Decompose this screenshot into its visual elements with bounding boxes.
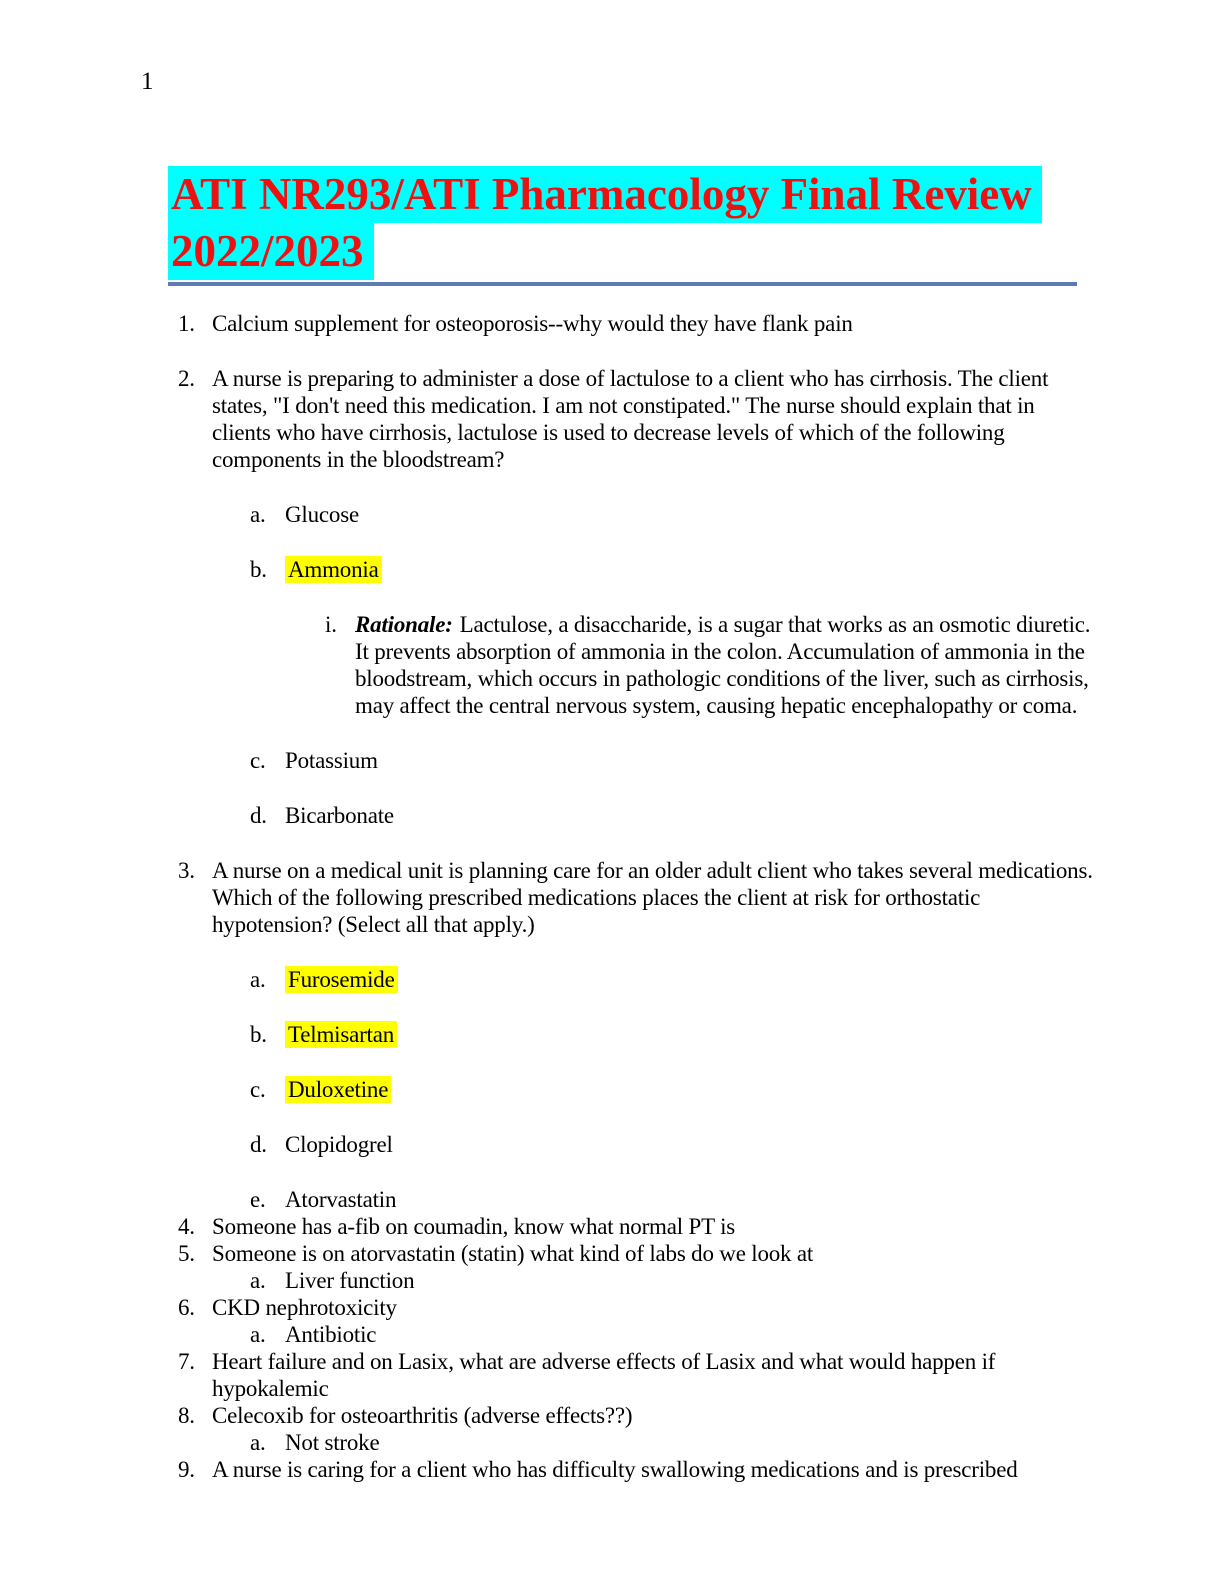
option-text-highlighted: Furosemide — [285, 966, 398, 993]
option-letter: b. — [250, 557, 267, 582]
option-letter: d. — [250, 1132, 267, 1157]
question-1: 1. Calcium supplement for osteoporosis--… — [168, 310, 1098, 337]
option-text: Bicarbonate — [285, 803, 394, 828]
option-text: Clopidogrel — [285, 1132, 393, 1157]
option-2b-correct: b. Ammonia — [168, 556, 1098, 583]
question-text: A nurse is caring for a client who has d… — [212, 1457, 1018, 1482]
option-letter: d. — [250, 803, 267, 828]
question-text: Someone has a-fib on coumadin, know what… — [212, 1214, 736, 1239]
question-text: Celecoxib for osteoarthritis (adverse ef… — [212, 1403, 633, 1428]
option-letter: b. — [250, 1022, 267, 1047]
page-number: 1 — [141, 68, 154, 95]
question-text: A nurse on a medical unit is planning ca… — [212, 858, 1093, 937]
option-letter: a. — [250, 1268, 266, 1293]
question-number: 2. — [178, 366, 195, 391]
question-text: Heart failure and on Lasix, what are adv… — [212, 1349, 996, 1401]
rationale-label: Rationale: — [355, 612, 453, 637]
title-divider-rule — [168, 282, 1077, 286]
question-5: 5. Someone is on atorvastatin (statin) w… — [168, 1240, 1098, 1267]
option-text: Not stroke — [285, 1430, 380, 1455]
document-title: ATI NR293/ATI Pharmacology Final Review … — [168, 166, 1042, 280]
option-text-highlighted: Ammonia — [285, 556, 382, 583]
question-4: 4. Someone has a-fib on coumadin, know w… — [168, 1213, 1098, 1240]
rationale-text: Lactulose, a disaccharide, is a sugar th… — [355, 612, 1091, 718]
question-number: 7. — [178, 1349, 195, 1374]
option-letter: a. — [250, 1322, 266, 1347]
question-9: 9. A nurse is caring for a client who ha… — [168, 1456, 1098, 1483]
option-text: Liver function — [285, 1268, 415, 1293]
question-7: 7. Heart failure and on Lasix, what are … — [168, 1348, 1098, 1402]
option-text: Potassium — [285, 748, 378, 773]
document-title-line-2: 2022/2023 — [168, 223, 374, 280]
option-3c-correct: c. Duloxetine — [168, 1076, 1098, 1103]
question-number: 4. — [178, 1214, 195, 1239]
option-text: Antibiotic — [285, 1322, 377, 1347]
question-text: A nurse is preparing to administer a dos… — [212, 366, 1049, 472]
question-text: Someone is on atorvastatin (statin) what… — [212, 1241, 814, 1266]
rationale-2: i. Rationale:Lactulose, a disaccharide, … — [168, 611, 1098, 719]
rationale-body: Rationale:Lactulose, a disaccharide, is … — [355, 611, 1098, 719]
option-2d: d. Bicarbonate — [168, 802, 1098, 829]
option-8a: a. Not stroke — [168, 1429, 1098, 1456]
question-number: 8. — [178, 1403, 195, 1428]
option-letter: c. — [250, 748, 266, 773]
option-letter: a. — [250, 502, 266, 527]
option-2c: c. Potassium — [168, 747, 1098, 774]
question-number: 1. — [178, 311, 195, 336]
option-text: Glucose — [285, 502, 359, 527]
question-number: 5. — [178, 1241, 195, 1266]
question-8: 8. Celecoxib for osteoarthritis (adverse… — [168, 1402, 1098, 1429]
rationale-marker: i. — [325, 612, 337, 637]
option-letter: e. — [250, 1187, 266, 1212]
question-3: 3. A nurse on a medical unit is planning… — [168, 857, 1098, 938]
option-6a: a. Antibiotic — [168, 1321, 1098, 1348]
option-5a: a. Liver function — [168, 1267, 1098, 1294]
option-text-highlighted: Duloxetine — [285, 1076, 392, 1103]
option-3d: d. Clopidogrel — [168, 1131, 1098, 1158]
question-text: Calcium supplement for osteoporosis--why… — [212, 311, 853, 336]
option-letter: a. — [250, 967, 266, 992]
option-text-highlighted: Telmisartan — [285, 1021, 398, 1048]
option-3a-correct: a. Furosemide — [168, 966, 1098, 993]
question-text: CKD nephrotoxicity — [212, 1295, 397, 1320]
option-letter: a. — [250, 1430, 266, 1455]
option-2a: a. Glucose — [168, 501, 1098, 528]
question-2: 2. A nurse is preparing to administer a … — [168, 365, 1098, 473]
question-number: 9. — [178, 1457, 195, 1482]
question-6: 6. CKD nephrotoxicity — [168, 1294, 1098, 1321]
option-letter: c. — [250, 1077, 266, 1102]
question-number: 6. — [178, 1295, 195, 1320]
document-title-line-1: ATI NR293/ATI Pharmacology Final Review — [168, 166, 1042, 223]
option-3b-correct: b. Telmisartan — [168, 1021, 1098, 1048]
question-number: 3. — [178, 858, 195, 883]
question-list: 1. Calcium supplement for osteoporosis--… — [168, 310, 1098, 1483]
option-text: Atorvastatin — [285, 1187, 397, 1212]
option-3e: e. Atorvastatin — [168, 1186, 1098, 1213]
